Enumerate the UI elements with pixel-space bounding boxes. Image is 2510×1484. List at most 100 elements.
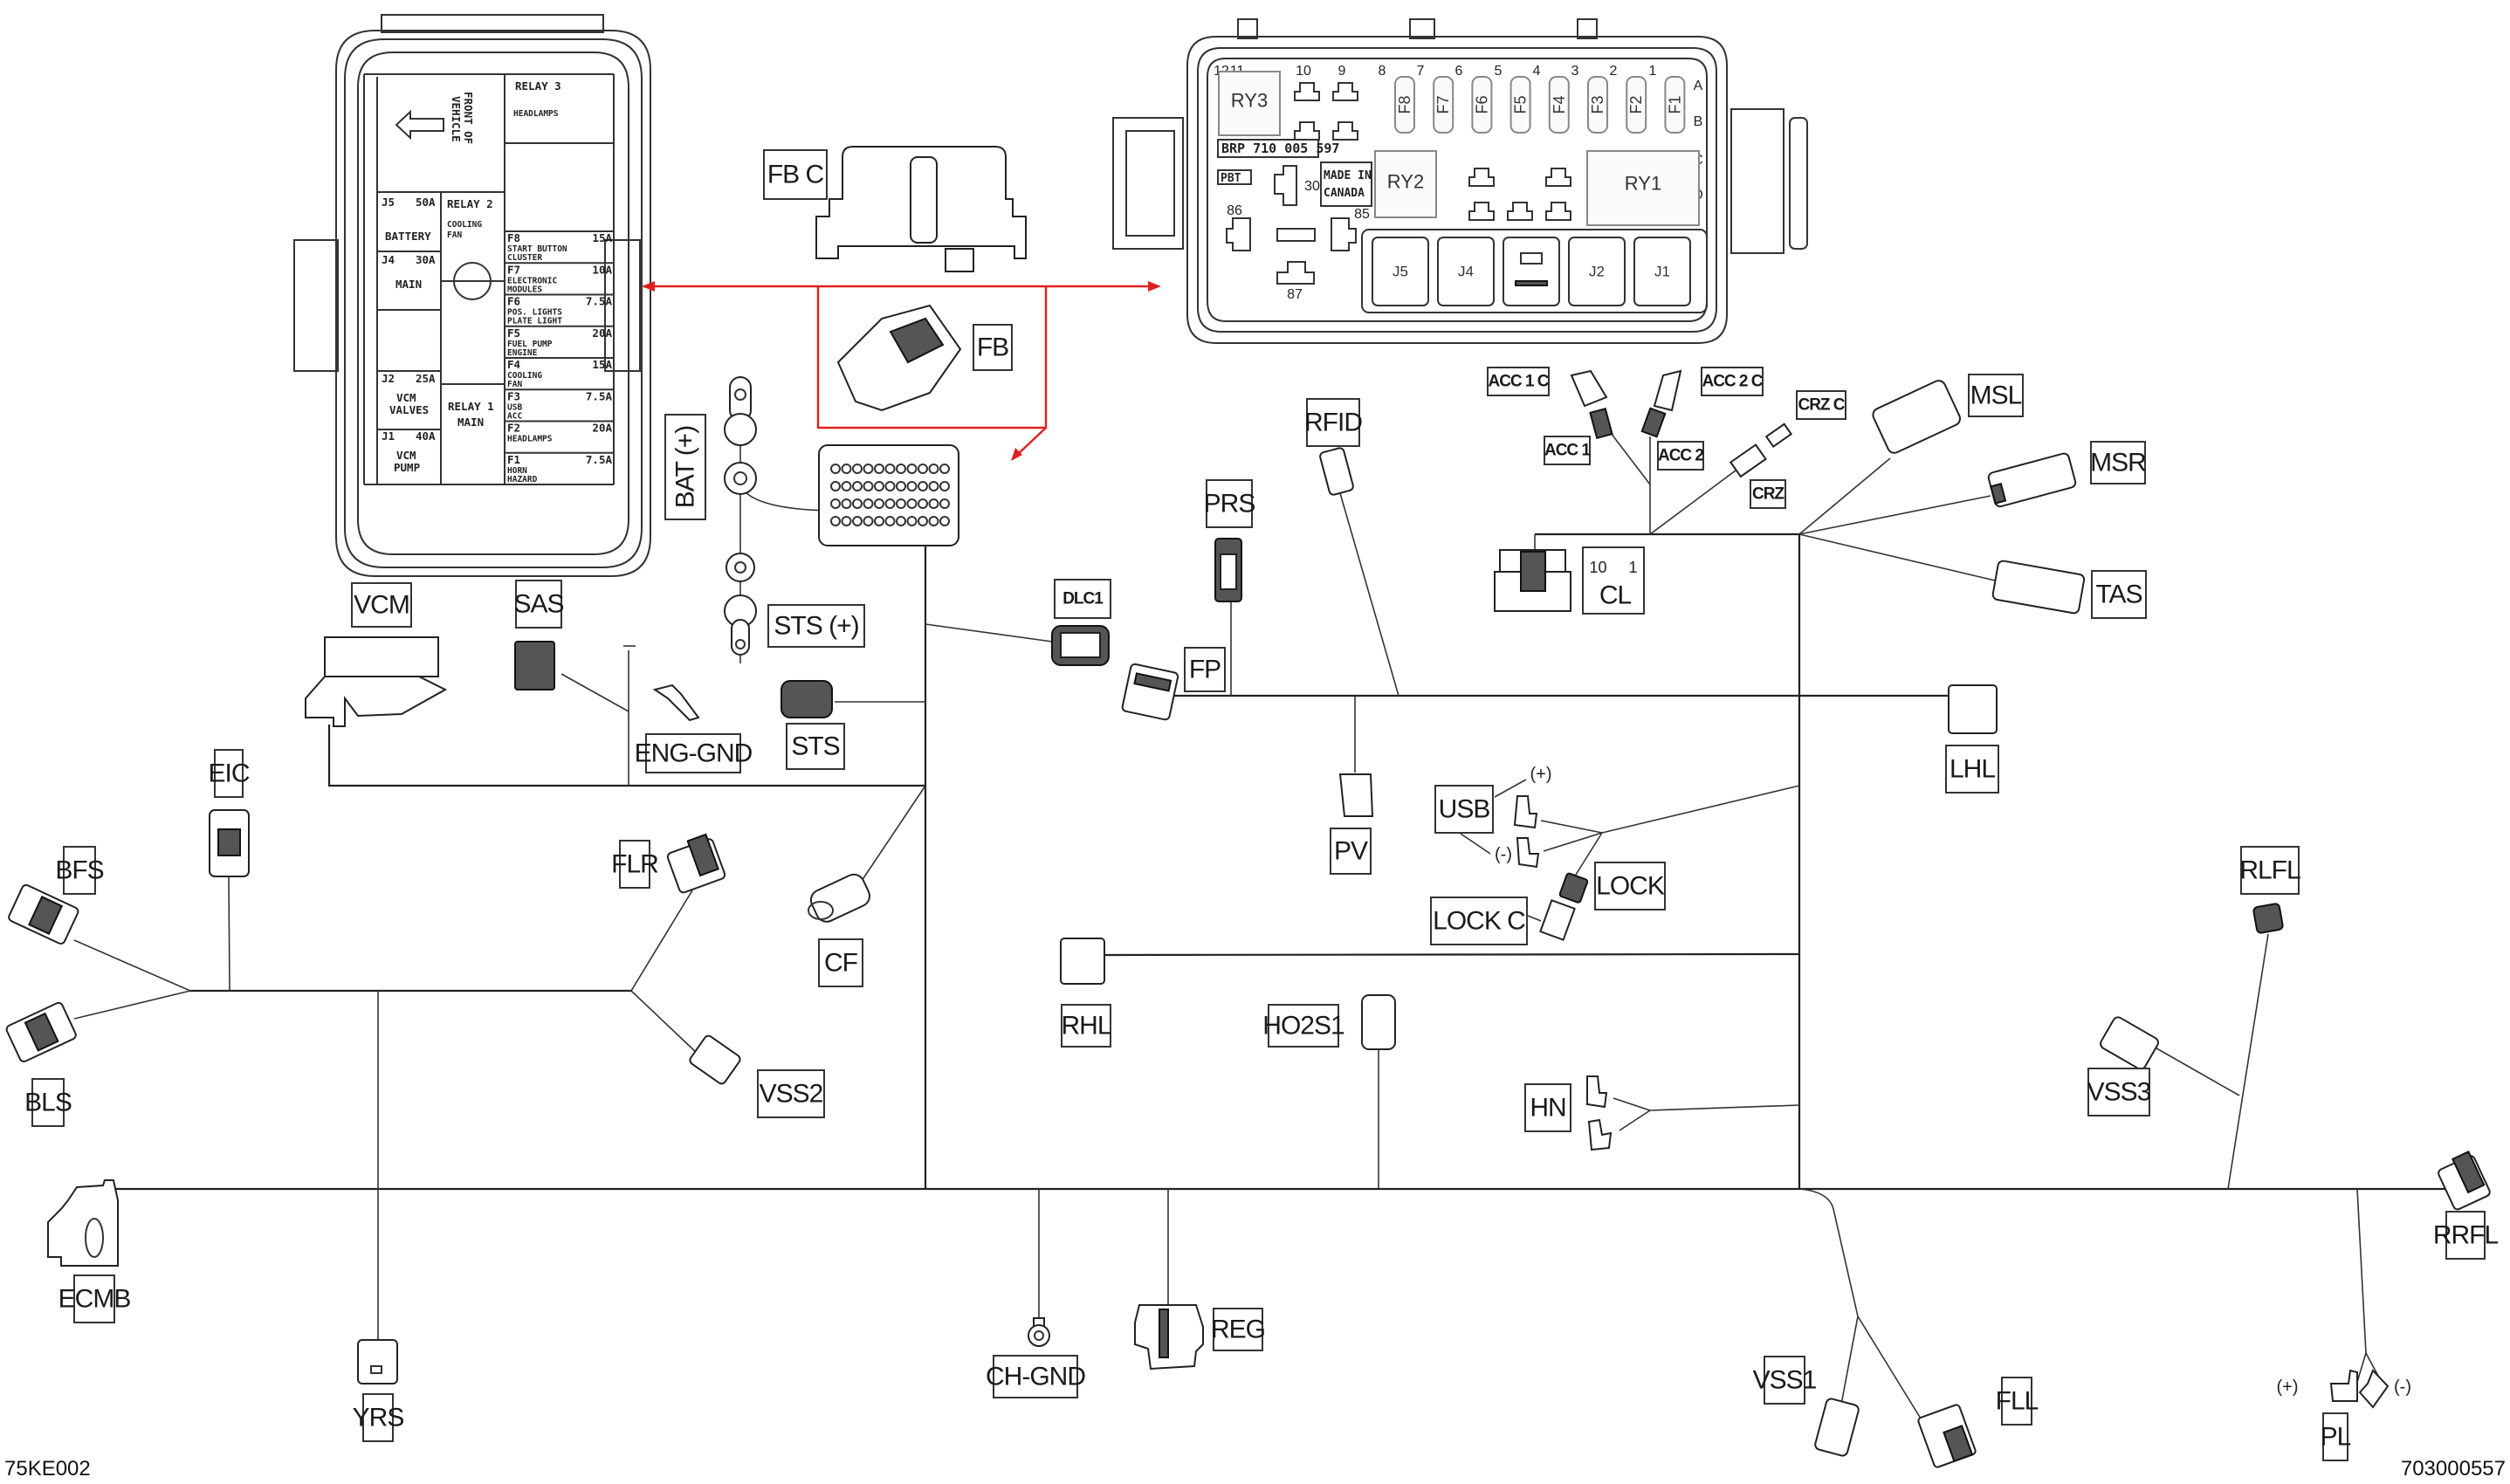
relay2-socket-icon	[453, 262, 492, 300]
jcase-slot	[1568, 237, 1626, 306]
fuse-f6-rating: 7.5A	[586, 295, 613, 308]
fp-connector	[1121, 663, 1179, 721]
vss1-connector	[1814, 1398, 1860, 1457]
cl-label: CL	[1599, 581, 1632, 610]
j2-rating: 25A	[416, 372, 436, 385]
sts-connector	[781, 680, 833, 718]
bls-connector	[5, 1001, 77, 1062]
rlfl-connector	[2252, 903, 2284, 934]
slot-number: 8	[1379, 64, 1386, 79]
relay2-name: RELAY 2	[447, 197, 493, 210]
vcm-connector	[305, 636, 448, 727]
reg-label: REG	[1211, 1316, 1265, 1344]
slot-number: 3	[1571, 64, 1579, 79]
prs-label-box: PRS	[1204, 479, 1255, 528]
usb-label: USB	[1439, 795, 1490, 824]
eng-gnd-label: ENG-GND	[635, 739, 753, 768]
fuse-f1-func2: HAZARD	[507, 475, 538, 484]
vss2-label-box: VSS2	[757, 1069, 825, 1118]
pin-cavity-icon	[830, 516, 841, 526]
dlc1-connector	[1051, 625, 1110, 666]
fuse-f3-func1: USB	[507, 402, 522, 412]
cl-pin-numbers: 10 1	[1589, 559, 1637, 576]
fuse-slot-label: F1	[1666, 95, 1683, 113]
pin-cavity-icon	[852, 481, 863, 491]
fuse-f2-func1: HEADLAMPS	[507, 435, 553, 444]
relay1-func: MAIN	[457, 416, 484, 429]
j1-rating: 40A	[416, 429, 436, 443]
jcase-slot	[1633, 237, 1691, 306]
pl-plus-terminal-icon	[2329, 1369, 2358, 1402]
bfs-label: BFS	[55, 856, 103, 885]
slot-number: 9	[1338, 64, 1346, 79]
fll-label-box: FLL	[1996, 1377, 2039, 1426]
part-number: BRP 710 005 597	[1221, 141, 1339, 156]
cl-label-box: 10 1 CL	[1582, 546, 1645, 615]
fuse-slot-f4	[1548, 76, 1570, 134]
flr-connector	[666, 833, 726, 894]
acc1-label: ACC 1	[1544, 442, 1591, 460]
ry1-label: RY1	[1625, 173, 1661, 195]
fuse-f1-func1: HORN	[507, 466, 527, 476]
fuse-f2-id: F2	[507, 422, 520, 435]
pv-label-box: PV	[1330, 828, 1372, 875]
pin-cavity-icon	[928, 481, 939, 491]
pin-cavity-icon	[841, 464, 852, 474]
fuse-f3-id: F3	[507, 389, 520, 402]
fuse-slot-f7	[1433, 76, 1454, 134]
msr-connector	[1987, 452, 2077, 508]
bat-label-box: BAT (+)	[664, 414, 706, 520]
fuse-f7-id: F7	[507, 263, 520, 276]
slot-number: 6	[1455, 64, 1463, 79]
pin30-socket-icon	[1274, 165, 1297, 206]
slot-number: 7	[1417, 64, 1425, 79]
reg-connector	[1134, 1304, 1204, 1371]
arrow-down-icon	[1011, 448, 1022, 461]
rrfl-connector	[2438, 1151, 2491, 1211]
fuse-f6-func2: PLATE LIGHT	[507, 317, 562, 326]
pin-cavity-icon	[841, 481, 852, 491]
pin85-socket-icon	[1331, 217, 1357, 251]
vss1-label: VSS1	[1753, 1366, 1817, 1395]
vcm-label-box: VCM	[351, 582, 412, 628]
eng-gnd-lug-icon	[623, 645, 700, 722]
pin-cavity-icon	[918, 516, 928, 526]
j2-func2: VALVES	[389, 403, 429, 416]
vss2-label: VSS2	[760, 1080, 823, 1109]
j2-id: J2	[382, 372, 395, 385]
relay2-func2: FAN	[447, 230, 462, 240]
fuse-f8-func1: START BUTTON	[507, 244, 567, 254]
ry2-relay	[1374, 150, 1437, 218]
pin-cavity-icon	[928, 464, 939, 474]
reference-left: 75KE002	[4, 1457, 91, 1481]
fuse-f5-rating: 20A	[592, 326, 612, 340]
j4-id: J4	[382, 253, 395, 266]
vss2-connector	[689, 1034, 741, 1085]
lock-label-box: LOCK	[1594, 862, 1666, 910]
fuse-f7-func2: MODULES	[507, 285, 542, 294]
acc1c-label-box: ACC 1 C	[1487, 367, 1551, 396]
sts-label-box: STS	[786, 723, 845, 770]
row-letter: B	[1694, 114, 1703, 129]
fuse-f7-rating: 10A	[592, 263, 612, 276]
slot-number: 2	[1610, 64, 1618, 79]
fb-main-connector	[818, 444, 959, 546]
fuse-f3-rating: 7.5A	[586, 389, 613, 402]
j4-func: MAIN	[395, 278, 422, 291]
front-arrow-icon	[395, 109, 444, 141]
pin-cavity-icon	[896, 498, 906, 509]
left-fusebox: FRONT OF VEHICLE RELAY 3 HEADLAMPS J5 50…	[293, 14, 651, 577]
ecmb-connector	[47, 1179, 119, 1267]
jcase-slot	[1503, 237, 1560, 306]
fb-connector: FB	[836, 304, 1013, 412]
fuse-f8-id: F8	[507, 231, 520, 244]
terminal-slot-icon	[1332, 82, 1358, 101]
fuse-slot-label: F7	[1434, 95, 1452, 113]
terminal-slot-icon	[1468, 202, 1495, 221]
sas-connector	[514, 641, 555, 690]
j1-id: J1	[382, 429, 395, 443]
usb-label-box: USB	[1434, 785, 1494, 834]
rhl-label-box: RHL	[1061, 1004, 1112, 1048]
